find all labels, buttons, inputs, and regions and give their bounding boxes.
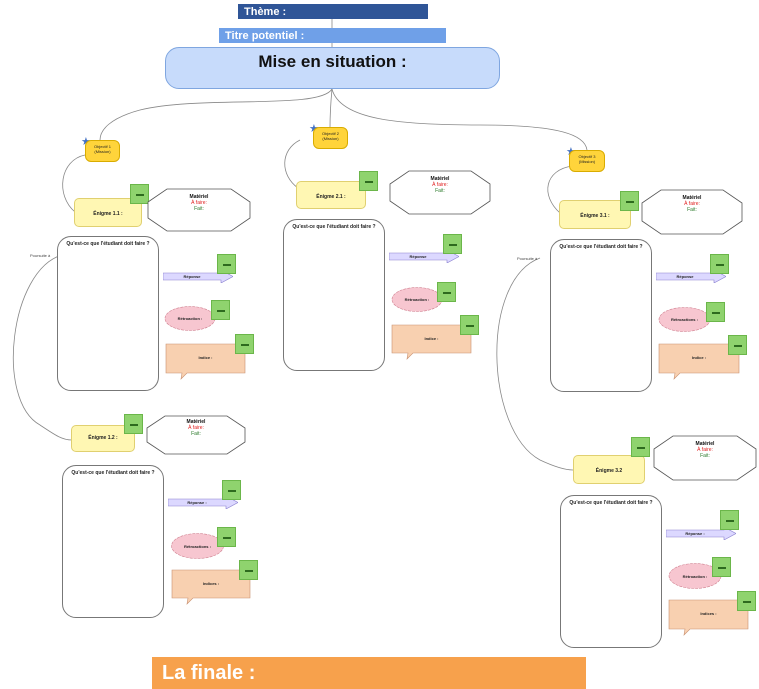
enigme-3-1: Énigme 3.1 : [559, 200, 631, 229]
sticky-note [737, 591, 756, 611]
indice-label: Indices : [202, 581, 220, 586]
question-box: Qu'est-ce que l'étudiant doit faire ? [57, 236, 159, 391]
sticky-note [710, 254, 729, 274]
enigme-3-2: Énigme 3.2 [573, 455, 645, 484]
materiel-title: Matériel [695, 441, 715, 447]
finale-bar: La finale : [152, 657, 586, 689]
question-text: Qu'est-ce que l'étudiant doit faire ? [569, 500, 653, 506]
sticky-note [631, 437, 650, 457]
reponse-label: Réponse [676, 274, 694, 279]
theme-bar: Thème : [238, 4, 428, 19]
sticky-note [720, 510, 739, 530]
question-box: Qu'est-ce que l'étudiant doit faire ? [62, 465, 164, 618]
sticky-note [460, 315, 479, 335]
title-bar: Titre potentiel : [219, 28, 446, 43]
sticky-note [728, 335, 747, 355]
retroaction-cloud: Rétroaction : [164, 305, 216, 332]
retroaction-label: Rétroaction : [177, 316, 203, 321]
indice-label: Indice : [424, 336, 439, 341]
materiel-title: Matériel [430, 176, 450, 182]
materiel-a-faire: À faire: [684, 201, 700, 207]
materiel-fait: Fait: [700, 453, 710, 459]
sticky-note [235, 334, 254, 354]
materiel-title: Matériel [186, 419, 206, 425]
sticky-note [124, 414, 143, 434]
question-text: Qu'est-ce que l'étudiant doit faire ? [292, 224, 376, 230]
poursuite-label: Poursuite à [30, 253, 51, 258]
sticky-note [222, 480, 241, 500]
indice-callout: Indice : [165, 343, 246, 380]
materiel-fait: Fait: [435, 188, 445, 194]
sticky-note [359, 171, 378, 191]
materiel-a-faire: À faire: [191, 200, 207, 206]
objective-1: Objectif 1 (Mission) [85, 140, 120, 162]
objective-3: Objectif 3 (Mission) [569, 150, 605, 172]
poursuite-label: Poursuite à [517, 256, 538, 261]
question-box: Qu'est-ce que l'étudiant doit faire ? [283, 219, 385, 371]
retroaction-cloud: Rétroactions : [658, 306, 711, 333]
sticky-note [211, 300, 230, 320]
sticky-note [437, 282, 456, 302]
reponse-label: Réponse [409, 254, 427, 259]
question-text: Qu'est-ce que l'étudiant doit faire ? [559, 244, 643, 250]
reponse-label: Réponse : [187, 500, 207, 505]
question-box: Qu'est-ce que l'étudiant doit faire ? [560, 495, 662, 648]
sticky-note [706, 302, 725, 322]
sticky-note [217, 527, 236, 547]
sticky-note [130, 184, 149, 204]
sticky-note [712, 557, 731, 577]
materiel-title: Matériel [189, 194, 209, 200]
sticky-note [239, 560, 258, 580]
materiel-a-faire: À faire: [188, 425, 204, 431]
materiel-title: Matériel [682, 195, 702, 201]
materiel-a-faire: À faire: [697, 447, 713, 453]
retroaction-cloud: Rétroaction : [391, 286, 443, 313]
indice-label: Indice : [691, 355, 706, 360]
sticky-note [443, 234, 462, 254]
reponse-label: Réponse : [685, 531, 705, 536]
question-text: Qu'est-ce que l'étudiant doit faire ? [71, 470, 155, 476]
mise-en-situation: Mise en situation : [165, 47, 500, 89]
retroaction-label: Rétroactions : [184, 543, 211, 549]
indice-label: Indice : [198, 355, 213, 360]
sticky-note [620, 191, 639, 211]
indice-label: Indices : [700, 611, 717, 616]
sticky-note [217, 254, 236, 274]
materiel-fait: Fait: [191, 431, 201, 437]
objective-2: Objectif 2 (Mission) [313, 127, 348, 149]
materiel-a-faire: À faire: [432, 182, 448, 188]
retroaction-label: Rétroactions : [671, 317, 698, 322]
question-box: Qu'est-ce que l'étudiant doit faire ? [550, 239, 652, 392]
reponse-label: Réponse [183, 274, 201, 279]
retroaction-label: Rétroaction : [404, 297, 430, 302]
enigme-2-1: Énigme 2.1 : [296, 181, 366, 209]
materiel-fait: Fait: [194, 206, 204, 212]
materiel-fait: Fait: [687, 207, 697, 213]
retroaction-label: Rétroaction : [682, 573, 708, 579]
question-text: Qu'est-ce que l'étudiant doit faire ? [66, 241, 150, 247]
